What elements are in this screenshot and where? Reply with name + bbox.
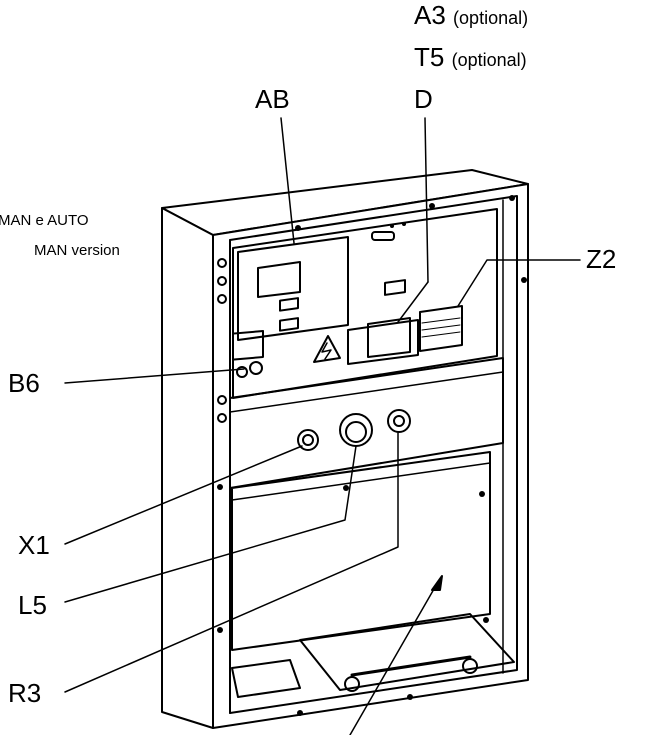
label-d: D xyxy=(414,84,433,114)
bottom-cable-plate xyxy=(299,613,515,691)
label-b6: B6 xyxy=(8,368,40,398)
indicator-bottom xyxy=(279,317,299,332)
bottom-gland-plate xyxy=(231,659,301,698)
label-z2: Z2 xyxy=(586,244,617,274)
leader-z2 xyxy=(457,259,581,307)
indicator-top xyxy=(279,297,299,312)
switch-b6 xyxy=(232,329,264,361)
leader-l5 xyxy=(64,445,357,603)
cabinet-left-face xyxy=(161,207,214,729)
arrow-head-cover xyxy=(431,575,443,591)
module-d xyxy=(347,319,419,365)
leader-x1 xyxy=(64,445,303,545)
label-a3-code: A3 xyxy=(414,0,446,30)
module-z2 xyxy=(419,305,463,352)
lower-cover xyxy=(231,451,491,651)
top-handle xyxy=(371,231,395,241)
label-a3: A3 (optional) xyxy=(414,2,528,28)
controller-display xyxy=(257,261,301,298)
label-r3: R3 xyxy=(8,678,42,708)
label-l5: L5 xyxy=(18,590,47,620)
leader-cover xyxy=(349,581,439,735)
connector-r3 xyxy=(387,409,411,433)
note-line2: MAN version xyxy=(34,242,120,259)
note-line1: MAN e AUTO xyxy=(0,212,89,229)
leader-r3 xyxy=(64,432,399,693)
connector-x1 xyxy=(297,429,319,451)
label-x1: X1 xyxy=(18,530,50,560)
label-t5: T5 (optional) xyxy=(414,44,527,70)
middle-panel xyxy=(229,357,504,489)
leader-d-end xyxy=(397,281,429,323)
leader-ab xyxy=(280,117,295,244)
label-a3-note: (optional) xyxy=(453,8,529,28)
label-t5-note: (optional) xyxy=(451,50,527,70)
label-ab: AB xyxy=(255,84,290,114)
label-t5-code: T5 xyxy=(414,42,445,72)
leader-d xyxy=(424,117,429,283)
leader-b6 xyxy=(64,368,245,384)
cabinet-front-frame xyxy=(212,183,529,729)
controller-ab xyxy=(237,236,349,341)
warning-triangle-icon xyxy=(313,335,341,363)
